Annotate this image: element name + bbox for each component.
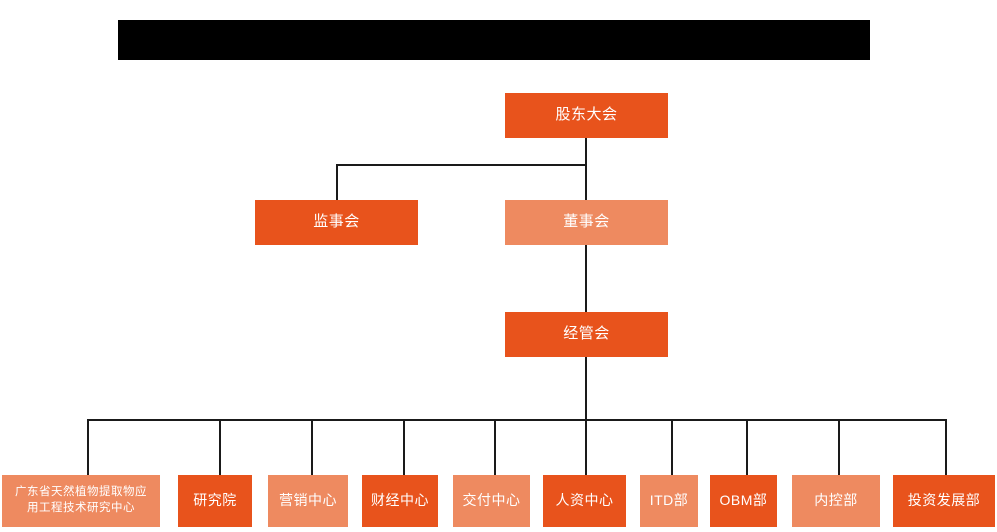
connector-departments-bus xyxy=(87,419,945,421)
node-department-label: 财经中心 xyxy=(371,492,429,509)
redacted-title-bar xyxy=(118,20,870,60)
connector-to-dept-8 xyxy=(838,419,840,475)
node-department[interactable]: 投资发展部 xyxy=(893,475,995,527)
connector-to-dept-0 xyxy=(87,419,89,475)
node-department[interactable]: 研究院 xyxy=(178,475,252,527)
node-management-committee[interactable]: 经管会 xyxy=(505,312,668,357)
connector-to-dept-6 xyxy=(671,419,673,475)
node-department[interactable]: 交付中心 xyxy=(453,475,530,527)
node-board-of-directors-label: 董事会 xyxy=(563,213,610,231)
connector-to-dept-3 xyxy=(403,419,405,475)
node-board-of-directors[interactable]: 董事会 xyxy=(505,200,668,245)
node-department[interactable]: OBM部 xyxy=(710,475,777,527)
node-department[interactable]: 财经中心 xyxy=(362,475,438,527)
node-department[interactable]: 营销中心 xyxy=(268,475,348,527)
connector-shareholders-down xyxy=(585,138,587,165)
connector-directors-to-management xyxy=(585,245,587,312)
node-department-label: 广东省天然植物提取物应 用工程技术研究中心 xyxy=(15,486,147,514)
node-department[interactable]: 人资中心 xyxy=(543,475,626,527)
connector-management-down xyxy=(585,357,587,420)
node-department-label: 交付中心 xyxy=(462,492,521,509)
connector-to-dept-4 xyxy=(494,419,496,475)
connector-to-dept-7 xyxy=(746,419,748,475)
connector-to-dept-9 xyxy=(945,419,947,475)
connector-tier2-bus xyxy=(336,164,587,166)
connector-to-directors xyxy=(585,164,587,200)
connector-to-dept-2 xyxy=(311,419,313,475)
node-department-label: 研究院 xyxy=(193,492,237,509)
node-management-committee-label: 经管会 xyxy=(563,325,610,343)
node-board-of-supervisors-label: 监事会 xyxy=(313,213,360,231)
node-department[interactable]: 广东省天然植物提取物应 用工程技术研究中心 xyxy=(2,475,160,527)
node-department-label: ITD部 xyxy=(649,492,689,509)
node-department-label: 人资中心 xyxy=(555,492,614,509)
node-department[interactable]: ITD部 xyxy=(640,475,698,527)
node-department-label: 内控部 xyxy=(814,492,858,509)
connector-to-dept-1 xyxy=(219,419,221,475)
node-shareholders-meeting[interactable]: 股东大会 xyxy=(505,93,668,138)
node-board-of-supervisors[interactable]: 监事会 xyxy=(255,200,418,245)
node-department-label: 营销中心 xyxy=(279,492,337,509)
node-department[interactable]: 内控部 xyxy=(792,475,880,527)
node-department-label: 投资发展部 xyxy=(907,492,981,509)
node-department-label: OBM部 xyxy=(719,492,768,509)
node-shareholders-meeting-label: 股东大会 xyxy=(555,106,618,124)
connector-to-supervisors xyxy=(336,164,338,200)
connector-to-dept-5 xyxy=(585,419,587,475)
